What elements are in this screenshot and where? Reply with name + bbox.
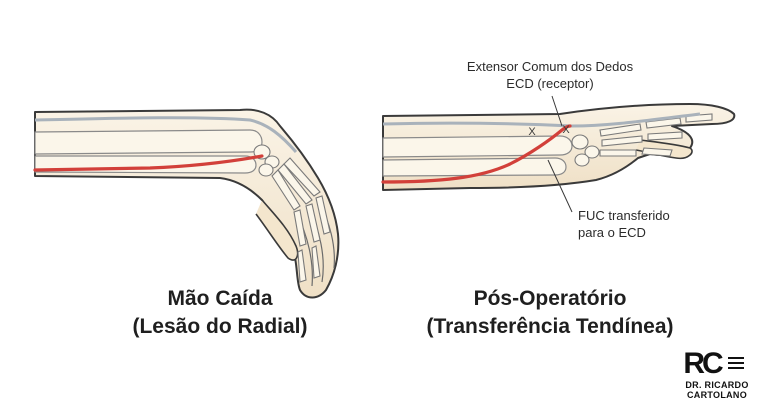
left-caption-title: Mão Caída: [167, 287, 273, 310]
right-caption-title: Pós-Operatório: [473, 287, 627, 310]
ecd-label-line2: ECD (receptor): [506, 76, 594, 91]
fuc-label: FUC transferido para o ECD: [578, 207, 670, 241]
suture-mark: X: [528, 126, 536, 138]
left-caption: Mão Caída (Lesão do Radial): [60, 285, 380, 341]
left-thumb: [255, 199, 299, 261]
suture-mark: X: [562, 124, 570, 136]
logo-monogram: RC: [683, 347, 723, 380]
right-arm-illustration: X X: [381, 95, 736, 213]
right-ulna-bone: [382, 157, 567, 177]
ecd-label: Extensor Comum dos Dedos ECD (receptor): [430, 58, 670, 92]
left-arm-illustration: [33, 108, 340, 299]
left-red-tendon: [33, 154, 264, 172]
left-radius-bone: [34, 129, 263, 155]
right-caption-subtitle: (Transferência Tendínea): [426, 315, 674, 338]
fuc-label-line2: para o ECD: [578, 225, 646, 240]
right-radius-bone: [382, 135, 573, 158]
logo: DR. RICARDO CARTOLANO: [672, 344, 762, 414]
left-hand-bones: [253, 144, 331, 283]
left-extensor-tendon: [34, 116, 298, 153]
left-caption-subtitle: (Lesão do Radial): [132, 315, 308, 338]
ecd-leader-line: [551, 95, 563, 127]
fuc-label-line1: FUC transferido: [578, 208, 670, 223]
ecd-label-line1: Extensor Comum dos Dedos: [466, 59, 634, 74]
right-caption: Pós-Operatório (Transferência Tendínea): [380, 285, 720, 341]
logo-monogram-graphic: RC: [683, 347, 744, 380]
fuc-leader-line: [547, 159, 573, 213]
logo-name: DR. RICARDO CARTOLANO: [672, 380, 762, 400]
logo-name-line1: DR. RICARDO: [685, 380, 749, 390]
right-fuc-tendon: [381, 124, 572, 184]
logo-name-line2: CARTOLANO: [686, 390, 748, 400]
right-ecd-tendon: [382, 112, 701, 128]
